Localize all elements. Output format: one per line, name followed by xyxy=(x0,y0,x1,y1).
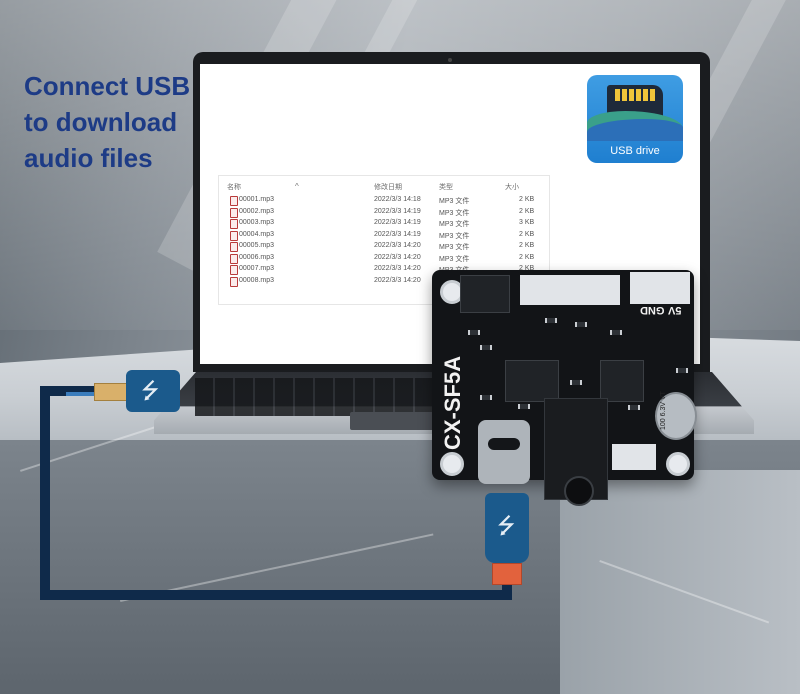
file-row[interactable]: 00005.mp3 2022/3/3 14:20 MP3 文件 2 KB xyxy=(219,242,549,253)
file-size: 2 KB xyxy=(519,254,535,261)
mp3-file-icon xyxy=(230,196,238,206)
file-size: 2 KB xyxy=(519,265,535,272)
file-type: MP3 文件 xyxy=(439,221,470,228)
audio-jack-ring xyxy=(564,476,594,506)
usb-c-opening xyxy=(488,438,520,450)
usb-icon: ⭍ xyxy=(497,513,516,538)
mp3-file-icon xyxy=(230,231,238,241)
capacitor xyxy=(655,392,697,440)
usb-icon: ⭍ xyxy=(141,378,160,403)
file-modified: 2022/3/3 14:18 xyxy=(374,196,421,203)
usb-cable xyxy=(40,386,50,598)
sort-caret-icon: ^ xyxy=(295,182,299,191)
usb-plug-left[interactable]: ⭍ xyxy=(126,370,180,412)
icon-wave xyxy=(587,119,683,141)
usb-drive-label: USB drive xyxy=(610,145,660,157)
usb-c-port[interactable] xyxy=(478,420,530,484)
file-size: 2 KB xyxy=(519,231,535,238)
file-type: MP3 文件 xyxy=(439,210,470,217)
smd-component xyxy=(480,395,492,400)
sd-card-pins xyxy=(615,89,655,101)
pedestal-block xyxy=(560,470,800,694)
headline-line-1: Connect USB xyxy=(24,71,191,101)
mp3-file-icon xyxy=(230,242,238,252)
usb-cable xyxy=(502,580,512,600)
file-name: 00007.mp3 xyxy=(239,265,275,272)
headline-line-2: to download xyxy=(24,107,178,137)
flash-chip xyxy=(460,275,510,313)
smd-component xyxy=(480,345,492,350)
mp3-file-icon xyxy=(230,208,238,218)
column-type[interactable]: 类型 xyxy=(439,184,453,191)
mounting-hole xyxy=(440,452,464,476)
file-modified: 2022/3/3 14:20 xyxy=(374,254,421,261)
smd-component xyxy=(628,405,640,410)
file-modified: 2022/3/3 14:20 xyxy=(374,277,421,284)
smd-component xyxy=(676,368,688,373)
file-size: 3 KB xyxy=(519,219,535,226)
power-pads xyxy=(630,272,690,304)
amp-chip xyxy=(600,360,644,402)
capacitor-marking: 100 6.3V VT xyxy=(660,391,667,430)
file-name: 00005.mp3 xyxy=(239,242,275,249)
mp3-file-icon xyxy=(230,219,238,229)
mp3-file-icon xyxy=(230,265,238,275)
file-name: 00002.mp3 xyxy=(239,208,275,215)
mounting-hole xyxy=(666,452,690,476)
file-size: 2 KB xyxy=(519,208,535,215)
column-header-row: 名称 ^ 修改日期 类型 大小 xyxy=(219,182,549,194)
file-row[interactable]: 00006.mp3 2022/3/3 14:20 MP3 文件 2 KB xyxy=(219,254,549,265)
usb-cable xyxy=(40,386,96,396)
file-modified: 2022/3/3 14:19 xyxy=(374,231,421,238)
pin-label-5v: 5V xyxy=(668,304,682,316)
smd-component xyxy=(468,330,480,335)
column-size[interactable]: 大小 xyxy=(505,184,519,191)
file-size: 2 KB xyxy=(519,242,535,249)
file-row[interactable]: 00003.mp3 2022/3/3 14:19 MP3 文件 3 KB xyxy=(219,219,549,230)
file-type: MP3 文件 xyxy=(439,198,470,205)
smd-component xyxy=(575,322,587,327)
file-type: MP3 文件 xyxy=(439,233,470,240)
smd-component xyxy=(570,380,582,385)
mp3-file-icon xyxy=(230,254,238,264)
file-name: 00001.mp3 xyxy=(239,196,275,203)
smd-component xyxy=(610,330,622,335)
file-name: 00006.mp3 xyxy=(239,254,275,261)
file-row[interactable]: 00001.mp3 2022/3/3 14:18 MP3 文件 2 KB xyxy=(219,196,549,207)
cable-strain-relief xyxy=(492,563,522,585)
file-modified: 2022/3/3 14:20 xyxy=(374,265,421,272)
solder-pads xyxy=(612,444,656,470)
pin-label-gnd: GND xyxy=(640,304,665,316)
board-model-label: CX-SF5A xyxy=(440,355,465,450)
webcam xyxy=(448,58,452,62)
usb-a-connector xyxy=(94,383,128,401)
usb-c-plug[interactable]: ⭍ xyxy=(485,493,529,563)
file-type: MP3 文件 xyxy=(439,244,470,251)
smd-component xyxy=(518,404,530,409)
headline: Connect USB to download audio files xyxy=(24,68,224,176)
usb-drive-icon[interactable]: USB drive xyxy=(587,75,683,163)
file-modified: 2022/3/3 14:19 xyxy=(374,208,421,215)
usb-cable xyxy=(40,590,512,600)
column-modified[interactable]: 修改日期 xyxy=(374,184,402,191)
file-modified: 2022/3/3 14:20 xyxy=(374,242,421,249)
column-name[interactable]: 名称 xyxy=(227,184,241,191)
file-row[interactable]: 00004.mp3 2022/3/3 14:19 MP3 文件 2 KB xyxy=(219,231,549,242)
file-type: MP3 文件 xyxy=(439,256,470,263)
mp3-file-icon xyxy=(230,277,238,287)
usb-cable-highlight xyxy=(66,392,96,396)
decoder-chip xyxy=(505,360,559,402)
file-size: 2 KB xyxy=(519,196,535,203)
file-row[interactable]: 00002.mp3 2022/3/3 14:19 MP3 文件 2 KB xyxy=(219,208,549,219)
file-name: 00004.mp3 xyxy=(239,231,275,238)
headline-line-3: audio files xyxy=(24,143,153,173)
speaker-pads xyxy=(520,275,620,305)
file-modified: 2022/3/3 14:19 xyxy=(374,219,421,226)
file-name: 00003.mp3 xyxy=(239,219,275,226)
smd-component xyxy=(545,318,557,323)
file-name: 00008.mp3 xyxy=(239,277,275,284)
